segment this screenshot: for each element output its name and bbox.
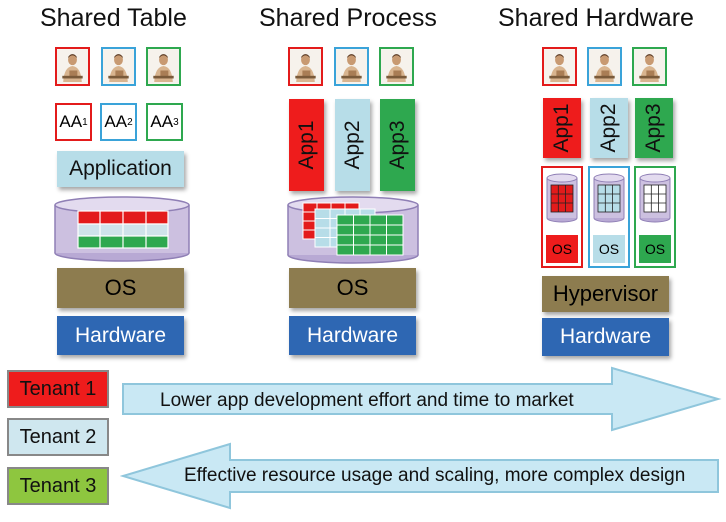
database-icon (546, 173, 578, 223)
app1-box: App1 (289, 99, 324, 191)
app-id-base: AA (59, 112, 83, 131)
database-icon (54, 196, 190, 262)
user-icon (288, 47, 323, 86)
app-id-sub: 2 (127, 116, 133, 128)
arrow-left-text: Effective resource usage and scaling, mo… (184, 465, 686, 486)
app1-box: App1 (543, 98, 581, 158)
app-id-base: AA (150, 112, 174, 131)
app-id-base: AA (104, 112, 128, 131)
hardware-box: Hardware (289, 316, 416, 355)
arrow-right-icon (122, 366, 722, 432)
user-icon (334, 47, 369, 86)
arrow-right-text: Lower app development effort and time to… (160, 390, 574, 411)
app3-box: App3 (635, 98, 673, 158)
database-icon (593, 173, 625, 223)
os-box: OS (57, 268, 184, 308)
app2-box: App2 (335, 99, 370, 191)
app2-label: App2 (340, 120, 364, 170)
database-icon (287, 196, 419, 264)
legend-tenant2: Tenant 2 (7, 418, 109, 456)
title-shared-table: Shared Table (40, 4, 187, 32)
app3-label: App3 (385, 120, 409, 170)
application-box: Application (57, 151, 184, 187)
vm-os-box: OS (639, 235, 671, 263)
app1-label: App1 (294, 120, 318, 170)
user-icon (146, 47, 181, 86)
user-icon (587, 47, 622, 86)
hardware-box: Hardware (542, 318, 669, 356)
vm-os-box: OS (546, 235, 578, 263)
hardware-box: Hardware (57, 316, 184, 355)
app-id-sub: 1 (82, 116, 88, 128)
user-icon (632, 47, 667, 86)
hypervisor-box: Hypervisor (542, 276, 669, 312)
legend-tenant3: Tenant 3 (7, 467, 109, 505)
app3-box: App3 (380, 99, 415, 191)
user-icon (101, 47, 136, 86)
database-icon (639, 173, 671, 223)
user-icon (379, 47, 414, 86)
legend-tenant1: Tenant 1 (7, 370, 109, 408)
os-box: OS (289, 268, 416, 308)
title-shared-process: Shared Process (259, 4, 437, 32)
app3-label: App3 (642, 103, 665, 153)
app2-label: App2 (597, 103, 620, 153)
arrow-left-icon (120, 442, 719, 510)
user-icon (542, 47, 577, 86)
vm-tenant2: OS (588, 166, 630, 268)
title-shared-hardware: Shared Hardware (498, 4, 694, 32)
app2-box: App2 (590, 98, 628, 158)
user-icon (55, 47, 90, 86)
app1-label: App1 (550, 103, 573, 153)
vm-tenant1: OS (541, 166, 583, 268)
app-id-sub: 3 (173, 116, 179, 128)
vm-os-box: OS (593, 235, 625, 263)
vm-tenant3: OS (634, 166, 676, 268)
